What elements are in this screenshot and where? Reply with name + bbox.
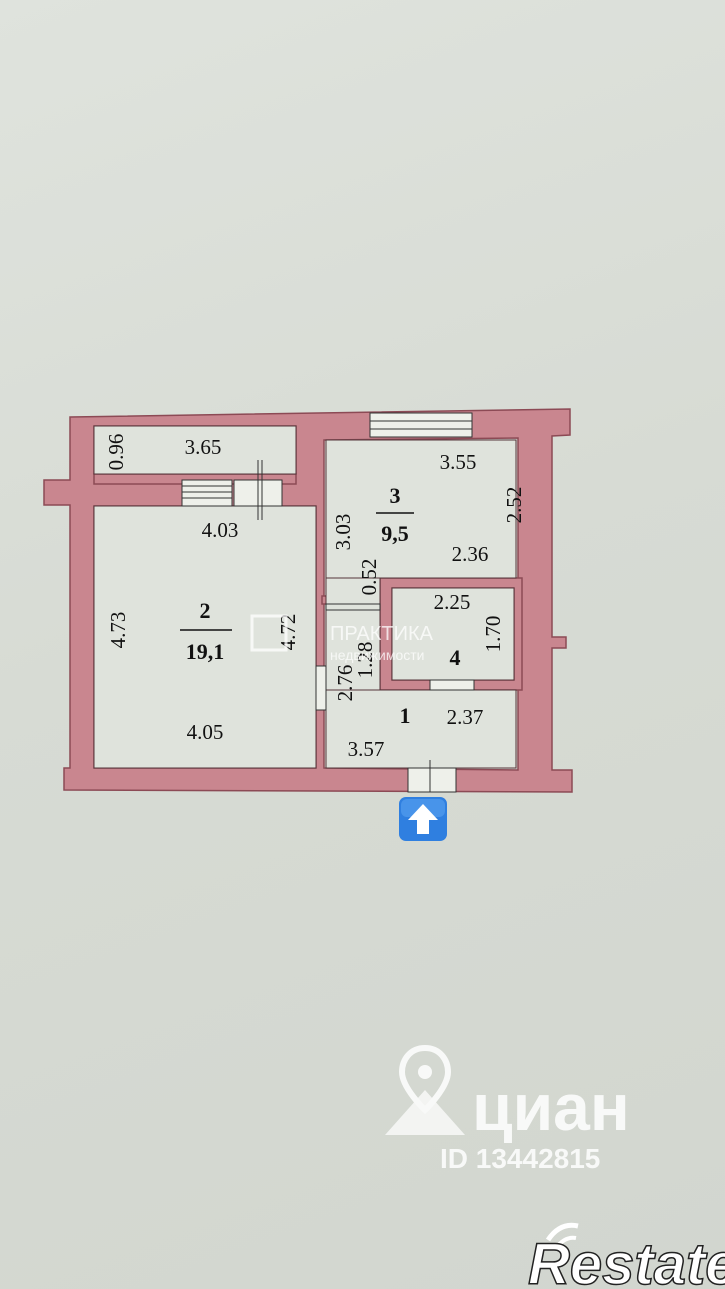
cian-watermark: циан ID 13442815 <box>385 1044 630 1174</box>
cian-id: ID 13442815 <box>440 1143 600 1174</box>
restate-signal-icon <box>545 1222 579 1242</box>
location-pin-icon <box>385 1044 465 1135</box>
room-1-area <box>325 689 517 769</box>
dim-room3-top: 3.55 <box>440 450 477 474</box>
room-4-area <box>391 587 515 681</box>
dim-room3-inner: 2.36 <box>452 542 489 566</box>
praktika-watermark: ПРАКТИКА недвижимости <box>250 614 434 663</box>
room-2-area-label: 19,1 <box>186 639 225 664</box>
dim-room4-top: 2.25 <box>434 590 471 614</box>
dim-room4-right: 1.70 <box>481 616 505 653</box>
praktika-title: ПРАКТИКА <box>330 623 434 645</box>
cian-name: циан <box>472 1070 630 1144</box>
dim-balcony-width: 3.65 <box>185 435 222 459</box>
room-2-area <box>93 505 317 769</box>
door-room4 <box>429 679 475 691</box>
room-labels: 2 19,1 3 9,5 4 1 <box>180 483 461 728</box>
door-room3-corridor <box>325 603 381 611</box>
room-4-number: 4 <box>450 645 461 670</box>
windows <box>181 412 475 793</box>
room-3-area <box>325 439 517 579</box>
dim-room2-bottom: 4.05 <box>187 720 224 744</box>
dim-balcony-depth: 0.96 <box>104 434 128 471</box>
room-fills <box>93 425 517 769</box>
dim-room3-right: 2.52 <box>502 487 526 524</box>
entrance-door <box>407 760 457 793</box>
corridor-area <box>325 577 381 691</box>
dim-room2-right: 4.72 <box>276 614 300 651</box>
dim-gap-052: 0.52 <box>357 559 381 596</box>
dim-room4-left: 1.28 <box>353 642 377 679</box>
room-1-number: 1 <box>400 703 411 728</box>
praktika-logo-icon <box>250 614 288 652</box>
dim-corridor: 2.76 <box>333 665 357 702</box>
dim-room1-bottom: 3.57 <box>348 737 385 761</box>
balcony-door <box>233 460 283 520</box>
window-top <box>369 412 473 438</box>
restate-wordmark: Restate <box>528 1232 725 1289</box>
room-3-number: 3 <box>390 483 401 508</box>
window-balcony <box>181 479 233 507</box>
restate-logo: Restate <box>527 1222 725 1289</box>
door-room2 <box>315 665 327 711</box>
dim-room2-left: 4.73 <box>106 612 130 649</box>
up-arrow-icon <box>399 797 447 841</box>
dimension-labels: 3.65 0.96 4.03 4.73 4.72 4.05 3.55 2.52 … <box>104 434 526 761</box>
dim-room3-left: 3.03 <box>331 514 355 551</box>
room-2-number: 2 <box>200 598 211 623</box>
dim-room1-right: 2.37 <box>447 705 484 729</box>
praktika-subtitle: недвижимости <box>330 647 424 663</box>
room-3-area-label: 9,5 <box>381 521 409 546</box>
dim-room2-top: 4.03 <box>202 518 239 542</box>
